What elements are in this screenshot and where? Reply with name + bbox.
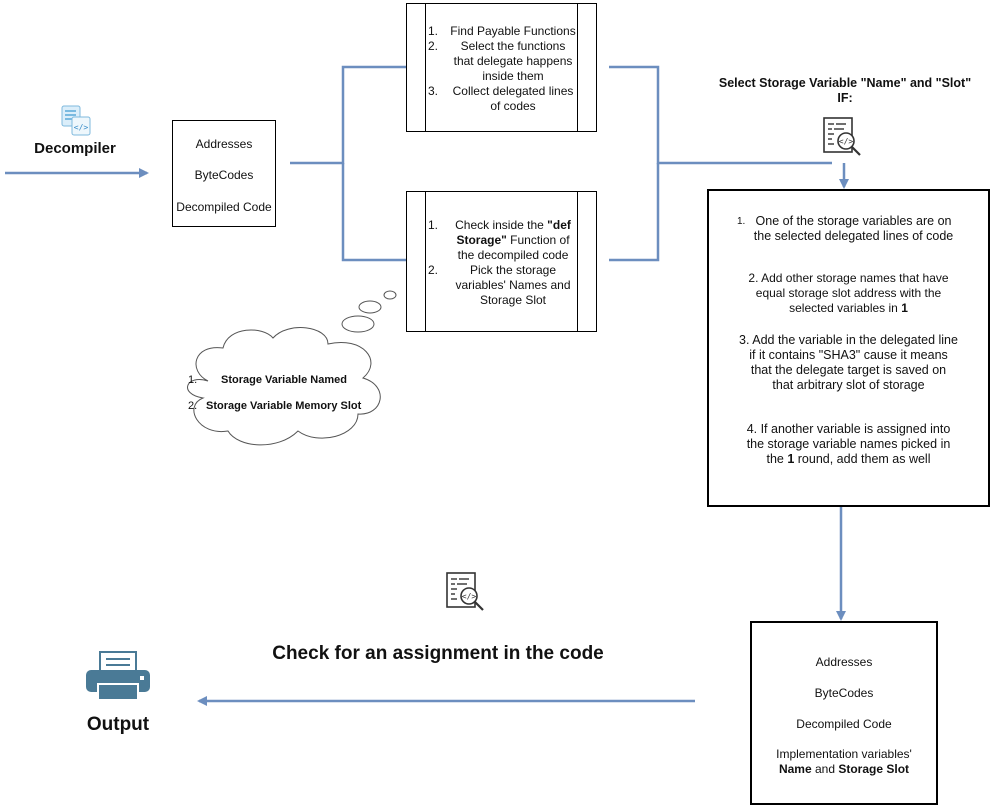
input-data-box: Addresses ByteCodes Decompiled Code: [172, 120, 276, 227]
payable-step-1: 1.Find Payable Functions: [428, 24, 576, 38]
connector-payable-merge: [609, 65, 832, 165]
decompiler-label: Decompiler: [34, 140, 116, 157]
thought-cloud: [187, 290, 397, 446]
svg-text:</>: </>: [74, 123, 89, 132]
connector-input-to-storage: [341, 163, 406, 262]
select-storage-title: Select Storage Variable "Name" and "Slot…: [700, 76, 990, 106]
check-assignment-label: Check for an assignment in the code: [272, 643, 604, 664]
select-title-line2: IF:: [837, 91, 853, 105]
cloud-list: 1.Storage Variable Named 2.Storage Varia…: [188, 367, 388, 419]
select-title-line1: Select Storage Variable "Name" and "Slot…: [718, 76, 972, 90]
output-data-box: Addresses ByteCodes Decompiled Code Impl…: [750, 621, 938, 805]
input-decompiled-code: Decompiled Code: [176, 200, 272, 214]
cloud-item-1: 1.Storage Variable Named: [188, 374, 347, 386]
storage-function-box: 1.Check inside the "def Storage" Functio…: [406, 191, 597, 332]
input-addresses: Addresses: [195, 137, 253, 151]
condition-4: 4. If another variable is assigned into …: [746, 422, 951, 466]
output-implementation-variables: Implementation variables' Name and Stora…: [776, 747, 912, 776]
svg-text:</>: </>: [839, 137, 854, 146]
code-review-icon: </>: [445, 571, 487, 613]
output-addresses: Addresses: [815, 655, 873, 669]
conditions-box: 1. One of the storage variables are on t…: [707, 189, 990, 507]
storage-step-2: 2.Pick the storage variables' Names and …: [428, 263, 571, 307]
condition-1: 1. One of the storage variables are on t…: [737, 214, 954, 243]
output-label: Output: [86, 714, 150, 735]
storage-step-1: 1.Check inside the "def Storage" Functio…: [428, 218, 571, 262]
payable-functions-box: 1.Find Payable Functions 2.Select the fu…: [406, 3, 597, 132]
payable-step-2: 2.Select the functions that delegate hap…: [428, 39, 573, 83]
code-review-icon: </>: [822, 116, 864, 158]
connector-storage-merge: [609, 163, 660, 262]
code-files-icon: </>: [60, 105, 92, 137]
connector-input-to-branches: [290, 65, 406, 165]
svg-text:</>: </>: [462, 592, 477, 601]
condition-3: 3. Add the variable in the delegated lin…: [739, 333, 958, 392]
condition-2: 2. Add other storage names that have equ…: [748, 271, 949, 315]
payable-step-3: 3.Collect delegated lines of codes: [428, 84, 574, 113]
printer-icon: [84, 650, 152, 702]
output-bytecodes: ByteCodes: [814, 686, 874, 700]
input-bytecodes: ByteCodes: [194, 168, 254, 182]
cloud-item-2: 2.Storage Variable Memory Slot: [188, 400, 362, 412]
output-decompiled-code: Decompiled Code: [796, 717, 892, 731]
